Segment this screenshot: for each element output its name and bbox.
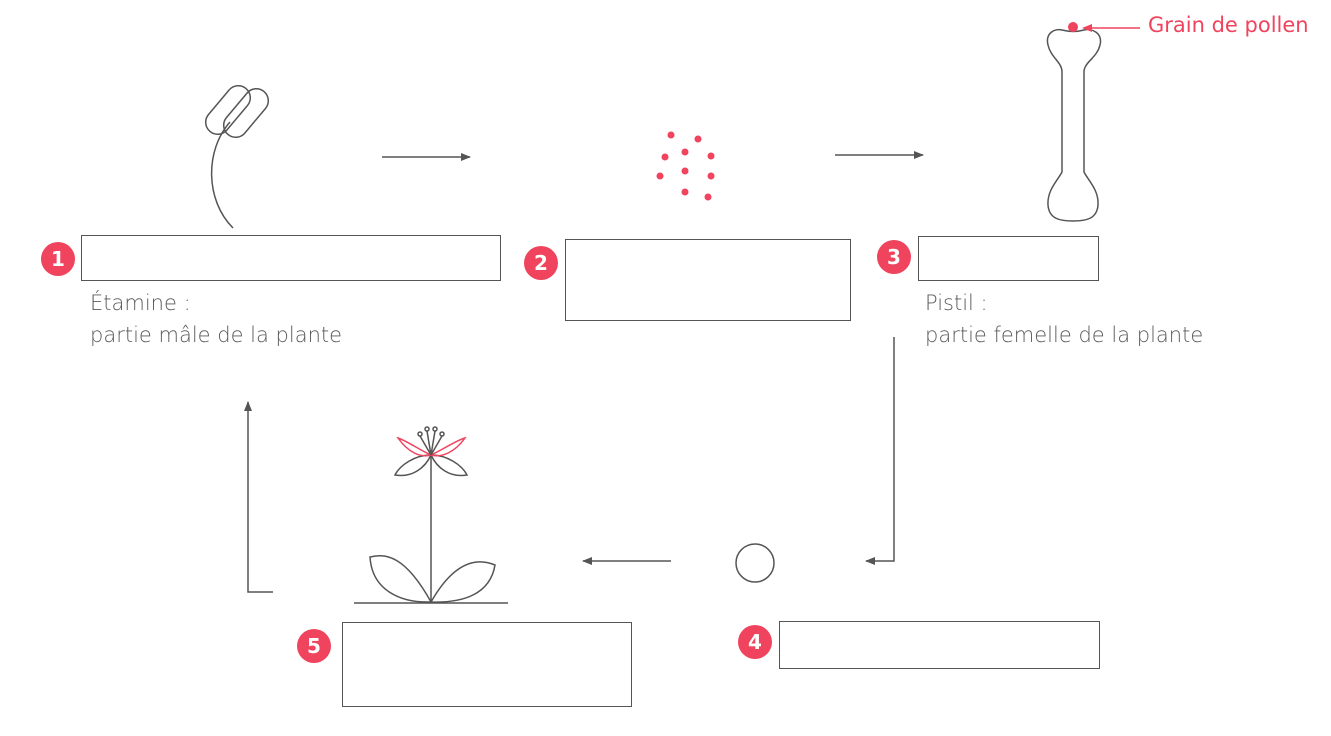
seed-icon: [735, 543, 775, 583]
arrow-3-to-4: [865, 337, 895, 565]
stamen-caption-title: Étamine :: [90, 291, 191, 315]
stamen-caption-description: partie mâle de la plante: [90, 323, 343, 347]
step-badge-3: 3: [877, 240, 911, 274]
step-badge-5: 5: [297, 629, 331, 663]
stamen-icon: [204, 84, 270, 229]
answer-box-2[interactable]: [565, 239, 851, 321]
pistil-caption-description: partie femelle de la plante: [925, 323, 1204, 347]
step-badge-2: 2: [524, 246, 558, 280]
step-badge-4: 4: [738, 625, 772, 659]
pollen-grain-label: Grain de pollen: [1148, 13, 1309, 37]
pistil-caption: Pistil : partie femelle de la plante: [925, 287, 1203, 351]
answer-box-1[interactable]: [81, 235, 501, 281]
step-badge-1: 1: [41, 242, 75, 276]
pistil-caption-title: Pistil :: [925, 291, 988, 315]
pistil-icon: [1046, 22, 1140, 222]
pollen-grains-icon: [656, 131, 715, 201]
answer-box-4[interactable]: [779, 621, 1100, 669]
answer-box-3[interactable]: [918, 236, 1099, 281]
stamen-caption: Étamine : partie mâle de la plante: [90, 287, 342, 351]
answer-box-5[interactable]: [342, 622, 632, 707]
plant-icon: [354, 426, 508, 604]
arrow-5-to-1: [244, 401, 273, 593]
